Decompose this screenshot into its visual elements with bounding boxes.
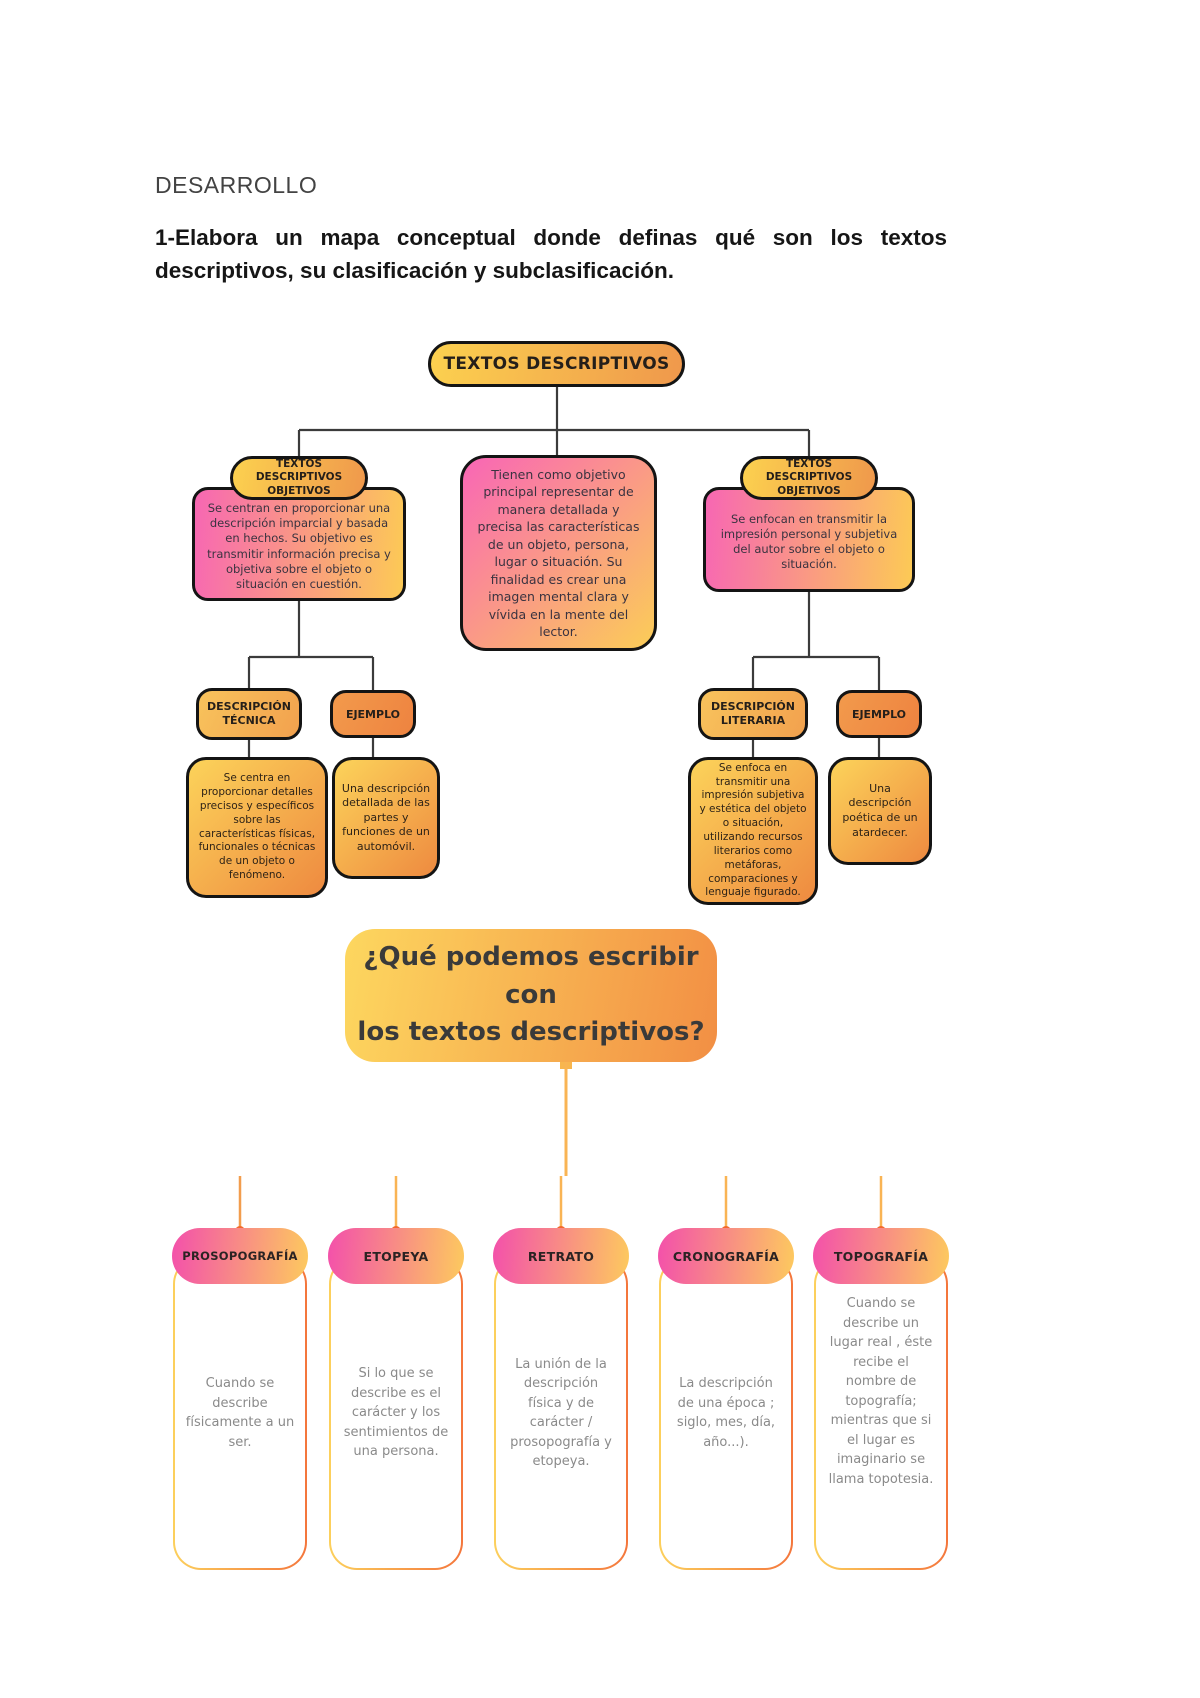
map1-root-node: TEXTOS DESCRIPTIVOS <box>428 341 685 387</box>
map1-right-sub1-title-node: DESCRIPCIÓN LITERARIA <box>698 688 808 740</box>
map2-card-retrato-text: La unión de la descripción física y de c… <box>510 1356 612 1470</box>
map1-right-header-node: TEXTOS DESCRIPTIVOS OBJETIVOS <box>740 456 878 500</box>
map2-pill-cronografia: CRONOGRAFÍA <box>658 1228 794 1284</box>
map1-connectors <box>247 387 881 759</box>
map2-pill-retrato: RETRATO <box>493 1228 629 1284</box>
map2-card-retrato: La unión de la descripción física y de c… <box>494 1256 628 1570</box>
map1-right-sub2-title-node: EJEMPLO <box>836 690 922 738</box>
map2-title-node: ¿Qué podemos escribir con los textos des… <box>345 929 717 1062</box>
map2-pill-topografia: TOPOGRAFÍA <box>813 1228 949 1284</box>
map1-right-body-node: Se enfocan en transmitir la impresión pe… <box>703 487 915 592</box>
map2-card-prosopografia-text: Cuando se describe físicamente a un ser. <box>185 1376 295 1450</box>
map2-connectors <box>235 1060 886 1236</box>
map1-right-sub2-body-node: Una descripción poética de un atardecer. <box>828 757 932 865</box>
map1-right-sub1-body-node: Se enfoca en transmitir una impresión su… <box>688 757 818 905</box>
map2-card-cronografia-text: La descripción de una época ; siglo, mes… <box>676 1376 776 1450</box>
map1-center-definition-node: Tienen como objetivo principal represent… <box>460 455 657 651</box>
map2-card-etopeya-text: Si lo que se describe es el carácter y l… <box>343 1366 449 1460</box>
map2-card-prosopografia: Cuando se describe físicamente a un ser. <box>173 1256 307 1570</box>
map1-left-header-node: TEXTOS DESCRIPTIVOS OBJETIVOS <box>230 456 368 500</box>
map1-left-sub1-title-node: DESCRIPCIÓN TÉCNICA <box>196 688 302 740</box>
page-title: DESARROLLO <box>155 172 318 198</box>
map1-left-sub2-title-node: EJEMPLO <box>330 690 416 738</box>
map2-card-topografia: Cuando se describe un lugar real , éste … <box>814 1256 948 1570</box>
map1-left-sub2-body-node: Una descripción detallada de las partes … <box>332 757 440 879</box>
map2-pill-prosopografia: PROSOPOGRAFÍA <box>172 1228 308 1284</box>
map2-card-cronografia: La descripción de una época ; siglo, mes… <box>659 1256 793 1570</box>
map1-left-sub1-body-node: Se centra en proporcionar detalles preci… <box>186 757 328 898</box>
instruction-text: 1-Elabora un mapa conceptual donde defin… <box>155 225 947 283</box>
map1-left-body-node: Se centran en proporcionar una descripci… <box>192 487 406 601</box>
map2-pill-etopeya: ETOPEYA <box>328 1228 464 1284</box>
map2-card-etopeya: Si lo que se describe es el carácter y l… <box>329 1256 463 1570</box>
map2-card-topografia-text: Cuando se describe un lugar real , éste … <box>828 1296 934 1487</box>
